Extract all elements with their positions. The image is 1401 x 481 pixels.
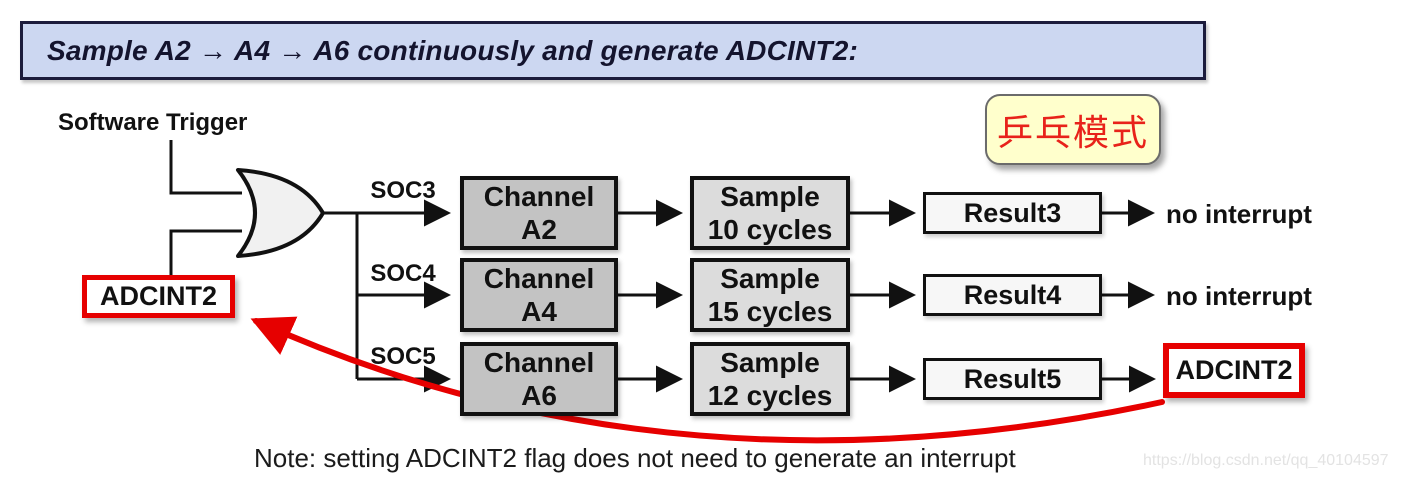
- adcint2-source-label: ADCINT2: [99, 281, 217, 311]
- channel-box: Channel A6: [460, 342, 618, 416]
- sample-box: Sample 12 cycles: [690, 342, 850, 416]
- software-trigger-label: Software Trigger: [58, 109, 248, 136]
- result-box: Result5: [923, 358, 1102, 400]
- result-label: Result4: [963, 279, 1062, 310]
- channel-name: Channel: [483, 263, 595, 294]
- sample-word: Sample: [720, 263, 820, 294]
- channel-pin: A6: [521, 380, 557, 411]
- adcint2-output-label: ADCINT2: [1175, 355, 1293, 385]
- channel-name: Channel: [483, 181, 595, 212]
- note-text: Note: setting ADCINT2 flag does not need…: [254, 443, 1016, 473]
- adcint2-output-box: ADCINT2: [1163, 343, 1305, 398]
- sample-cycles: 12 cycles: [707, 380, 833, 411]
- soc-label: SOC3: [370, 177, 436, 204]
- channel-name: Channel: [483, 347, 595, 378]
- sample-box: Sample 10 cycles: [690, 176, 850, 250]
- title-banner: Sample A2 → A4 → A6 continuously and gen…: [20, 21, 1206, 80]
- pingpong-mode-badge: 乒乓模式: [985, 94, 1161, 165]
- adcint2-source-box: ADCINT2: [82, 275, 235, 318]
- trigger-wire-top: [169, 140, 242, 195]
- pingpong-mode-label: 乒乓模式: [996, 112, 1149, 153]
- soc-label: SOC4: [370, 260, 436, 287]
- sample-word: Sample: [720, 181, 820, 212]
- sample-cycles: 15 cycles: [707, 296, 833, 327]
- or-gate-icon: [236, 168, 325, 258]
- watermark-url: https://blog.csdn.net/qq_40104597: [1143, 452, 1389, 469]
- result-box: Result3: [923, 192, 1102, 234]
- output-label: no interrupt: [1166, 281, 1312, 311]
- result-label: Result5: [963, 363, 1062, 394]
- sample-box: Sample 15 cycles: [690, 258, 850, 332]
- channel-pin: A4: [521, 296, 557, 327]
- sample-cycles: 10 cycles: [707, 214, 833, 245]
- result-label: Result3: [963, 197, 1062, 228]
- output-label: no interrupt: [1166, 199, 1312, 229]
- page-title: Sample A2 → A4 → A6 continuously and gen…: [47, 34, 859, 66]
- trigger-wire-bottom: [169, 229, 242, 275]
- soc-label: SOC5: [370, 343, 436, 370]
- channel-box: Channel A4: [460, 258, 618, 332]
- channel-pin: A2: [521, 214, 557, 245]
- sample-word: Sample: [720, 347, 820, 378]
- channel-box: Channel A2: [460, 176, 618, 250]
- result-box: Result4: [923, 274, 1102, 316]
